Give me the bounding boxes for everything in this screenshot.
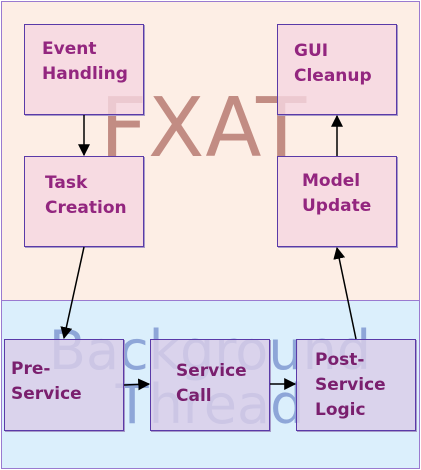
- arrow-post-service-to-model-update: [333, 246, 357, 340]
- service-call-node: Service Call: [150, 339, 270, 431]
- pre-service-label-line1: Pre-: [11, 359, 51, 379]
- event-handling-node: Event Handling: [24, 24, 144, 115]
- task-creation-label-line2: Creation: [45, 198, 127, 218]
- gui-cleanup-node: GUI Cleanup: [277, 24, 397, 115]
- model-update-label-line1: Model: [302, 171, 361, 191]
- arrow-pre-service-to-service-call: [123, 378, 151, 391]
- service-call-label-line1: Service: [176, 361, 247, 381]
- post-service-logic-node: Post- Service Logic: [296, 339, 416, 431]
- task-creation-label-line1: Task: [45, 173, 88, 193]
- gui-cleanup-label-line2: Cleanup: [294, 66, 372, 86]
- model-update-node: Model Update: [277, 156, 397, 247]
- post-service-logic-label-line1: Post-: [315, 350, 365, 370]
- task-creation-node: Task Creation: [24, 156, 144, 247]
- arrow-task-creation-to-pre-service: [60, 246, 85, 340]
- model-update-label-line2: Update: [302, 196, 372, 216]
- pre-service-label-line2: Service: [11, 384, 82, 404]
- service-call-label-line2: Call: [176, 386, 212, 406]
- event-handling-label-line2: Handling: [42, 64, 128, 84]
- pre-service-node: Pre- Service: [4, 339, 124, 431]
- post-service-logic-label-line2: Service: [315, 375, 386, 395]
- post-service-logic-label-line3: Logic: [315, 400, 366, 420]
- event-handling-label-line1: Event: [42, 39, 97, 59]
- gui-cleanup-label-line1: GUI: [294, 41, 329, 61]
